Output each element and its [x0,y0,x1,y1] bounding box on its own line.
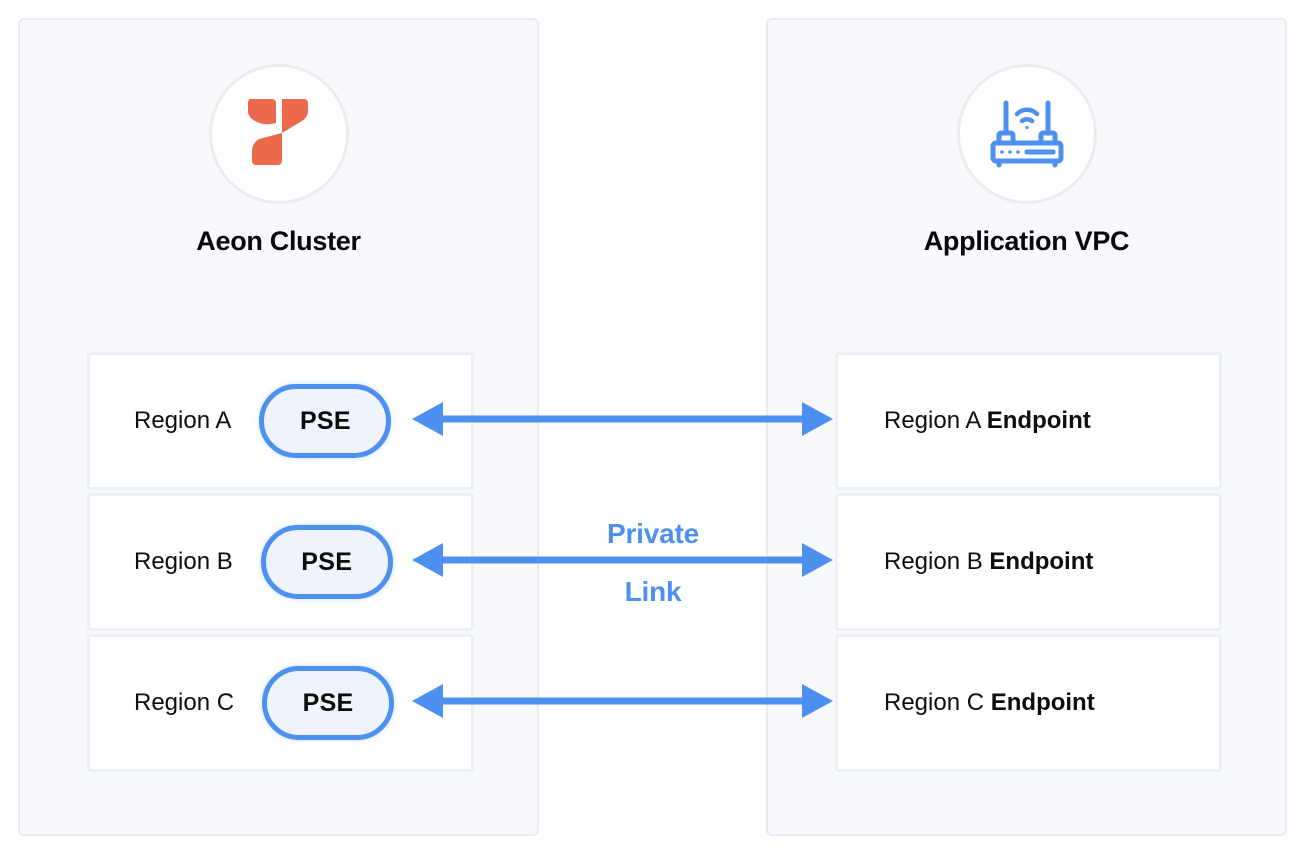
endpoint-region-a: Region A [884,407,987,434]
endpoint-row-c[interactable]: Region C Endpoint [835,634,1222,772]
router-icon-circle [956,64,1097,204]
endpoint-row-a[interactable]: Region A Endpoint [835,352,1222,490]
application-vpc-title: Application VPC [923,226,1130,256]
pse-node-a-label: PSE [299,406,351,435]
aeon-cluster-zone: Aeon Cluster Region A PSE Region B PSE [18,18,539,836]
vpc-endpoint-list: Region A Endpoint Region B Endpoint Regi… [835,352,1222,775]
aeon-cluster-title: Aeon Cluster [196,226,361,256]
router-icon [988,93,1066,176]
pse-node-c-label: PSE [302,688,354,717]
region-label-c: Region C [134,689,235,716]
pse-node-b-label: PSE [301,547,353,576]
endpoint-row-a-content: Region A Endpoint [838,407,1219,435]
endpoint-row-b-content: Region B Endpoint [838,548,1219,576]
pse-node-a[interactable]: PSE [259,384,392,458]
application-vpc-zone: Application VPC Region A Endpoint Region… [766,18,1287,836]
aeon-logo-circle [208,64,349,204]
endpoint-label-c: Region C Endpoint [884,689,1095,716]
region-label-a: Region A [134,407,232,434]
region-row-b-content: Region B PSE [90,525,471,599]
application-vpc-header: Application VPC [768,64,1285,257]
aeon-cluster-header: Aeon Cluster [20,64,537,257]
region-row-c[interactable]: Region C PSE [87,634,474,772]
endpoint-word-c: Endpoint [990,689,1095,716]
region-row-a[interactable]: Region A PSE [87,352,474,490]
region-label-b: Region B [134,548,233,575]
endpoint-row-b[interactable]: Region B Endpoint [835,493,1222,631]
region-row-c-content: Region C PSE [90,666,471,740]
endpoint-word-a: Endpoint [986,407,1091,434]
private-link-caption-line1: Private [607,518,699,549]
endpoint-word-b: Endpoint [989,548,1094,575]
private-link-caption-line2: Link [624,576,682,607]
endpoint-region-c: Region C [884,689,991,716]
region-row-b[interactable]: Region B PSE [87,493,474,631]
pse-node-c[interactable]: PSE [262,666,395,740]
endpoint-label-b: Region B Endpoint [884,548,1093,575]
endpoint-label-a: Region A Endpoint [884,407,1091,434]
pse-node-b[interactable]: PSE [260,525,393,599]
aeon-region-list: Region A PSE Region B PSE Region C [87,352,474,775]
endpoint-region-b: Region B [884,548,990,575]
endpoint-row-c-content: Region C Endpoint [838,689,1219,717]
aeon-logo-icon [247,97,310,172]
region-row-a-content: Region A PSE [90,384,471,458]
